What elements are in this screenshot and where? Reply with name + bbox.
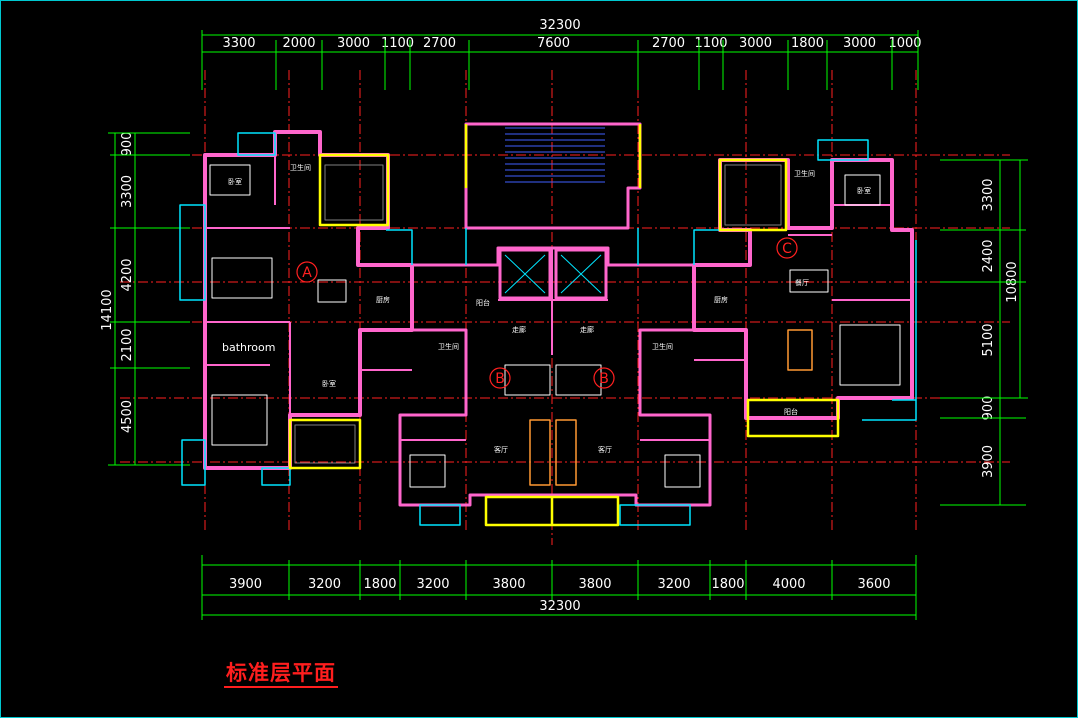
dim-bottom-7: 1800 <box>711 577 744 592</box>
dim-bottom-6: 3200 <box>657 577 690 592</box>
dim-top-11: 1000 <box>888 36 921 51</box>
dimension-labels: 32300 3300 2000 3000 1100 2700 7600 2700 1100 300… <box>100 18 1020 614</box>
unit-c-label: C <box>782 241 792 257</box>
room-label-corridor2: 走廊 <box>580 325 594 334</box>
room-label-living1: 客厅 <box>494 445 508 454</box>
dim-right-2: 5100 <box>981 323 996 356</box>
dim-top-10: 3000 <box>843 36 876 51</box>
dim-bottom-4: 3800 <box>492 577 525 592</box>
dim-top-2: 3000 <box>337 36 370 51</box>
unit-marker-c <box>776 237 798 259</box>
dim-bottom-3: 3200 <box>416 577 449 592</box>
dim-top-0: 3300 <box>222 36 255 51</box>
dim-left-2: 4200 <box>120 258 135 291</box>
room-label-bedroom2: 卧室 <box>322 379 336 388</box>
dim-left-total: 14100 <box>100 289 115 330</box>
room-label-toilet4: 卫生间 <box>794 169 815 178</box>
dim-bottom-5: 3800 <box>578 577 611 592</box>
axis-grid <box>120 70 1010 545</box>
room-label-living2: 客厅 <box>598 445 612 454</box>
dim-left-1: 3300 <box>120 175 135 208</box>
dim-top-1: 2000 <box>282 36 315 51</box>
room-label-dining: 餐厅 <box>795 278 809 287</box>
walls <box>179 122 917 527</box>
unit-a-label: A <box>302 265 312 281</box>
dimension-ticks <box>110 40 1026 600</box>
dim-right-4: 3900 <box>981 445 996 478</box>
dim-right-1: 2400 <box>981 239 996 272</box>
room-label-bedroom3: 卧室 <box>857 186 871 195</box>
dim-right-3: 900 <box>981 396 996 421</box>
room-label-balcony2: 阳台 <box>784 407 798 416</box>
dim-bottom-8: 4000 <box>772 577 805 592</box>
room-label-kitchen1: 厨房 <box>376 295 390 304</box>
dim-bottom-2: 1800 <box>363 577 396 592</box>
dim-left-3: 2100 <box>120 328 135 361</box>
dim-right-0: 3300 <box>981 178 996 211</box>
dim-top-5: 7600 <box>537 36 570 51</box>
dim-bottom-total: 32300 <box>539 599 580 614</box>
dim-top-4: 2700 <box>423 36 456 51</box>
dim-bottom-1: 3200 <box>308 577 341 592</box>
room-label-toilet3: 卫生间 <box>652 342 673 351</box>
unit-marker-b2 <box>593 367 615 389</box>
room-label-corridor1: 走廊 <box>512 325 526 334</box>
unit-b2-label: B <box>599 371 609 387</box>
room-label-balcony1: 阳台 <box>476 298 490 307</box>
dim-left-4: 4500 <box>120 400 135 433</box>
dim-top-9: 1800 <box>791 36 824 51</box>
dimension-lines <box>108 30 1028 620</box>
unit-marker-a <box>296 261 318 283</box>
room-label-bathroom: bathroom <box>222 341 275 354</box>
dim-top-6: 2700 <box>652 36 685 51</box>
dim-bottom-0: 3900 <box>229 577 262 592</box>
room-labels: bathroom 卫生间 卫生间 卫生间 卫生间 厨房 厨房 客厅 客厅 餐厅 … <box>222 163 871 454</box>
unit-b1-label: B <box>495 371 505 387</box>
drawing-title: 标准层平面 <box>224 660 338 688</box>
unit-markers: A B B C <box>296 237 798 389</box>
dim-top-8: 3000 <box>739 36 772 51</box>
dim-top-3: 1100 <box>381 36 414 51</box>
dim-top-total: 32300 <box>539 18 580 33</box>
unit-marker-b1 <box>489 367 511 389</box>
dim-top-7: 1100 <box>694 36 727 51</box>
room-label-bedroom1: 卧室 <box>228 177 242 186</box>
room-label-toilet2: 卫生间 <box>438 342 459 351</box>
room-label-kitchen2: 厨房 <box>714 295 728 304</box>
room-label-toilet1: 卫生间 <box>290 163 311 172</box>
dim-bottom-9: 3600 <box>857 577 890 592</box>
dim-left-0: 900 <box>120 132 135 157</box>
